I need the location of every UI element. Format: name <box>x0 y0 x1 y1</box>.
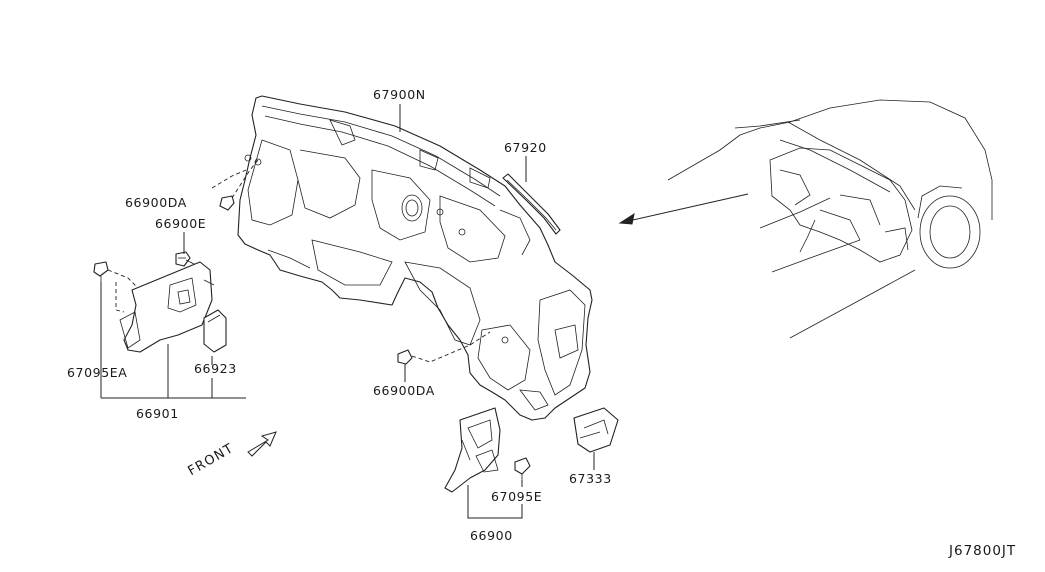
clip-66900DA-top <box>211 159 259 211</box>
clip-67095EA <box>93 261 137 313</box>
label-66923: 66923 <box>194 361 237 376</box>
leader-lines <box>100 104 595 519</box>
label-66900: 66900 <box>470 528 513 543</box>
label-67920: 67920 <box>504 140 547 155</box>
front-arrow <box>247 431 277 457</box>
label-67095E: 67095E <box>491 489 543 504</box>
clip-66900DA-bottom <box>397 331 491 365</box>
view-direction-arrow <box>618 193 749 225</box>
label-66900DA-top: 66900DA <box>125 195 187 210</box>
side-panel-66901 <box>119 261 215 353</box>
vehicle-sketch <box>667 99 993 339</box>
seal-strip-67920 <box>502 173 561 235</box>
label-66900DA-bottom: 66900DA <box>373 383 435 398</box>
side-panel-66900 <box>444 407 501 493</box>
cover-66923 <box>203 309 227 353</box>
diagram-id-label: J67800JT <box>949 543 1017 559</box>
label-66900E: 66900E <box>155 216 207 231</box>
bracket-67333 <box>573 407 619 453</box>
label-67095EA: 67095EA <box>67 365 128 380</box>
dash-insulator-67900N <box>237 95 593 421</box>
label-67333: 67333 <box>569 471 612 486</box>
label-67900N: 67900N <box>373 87 426 102</box>
label-66901: 66901 <box>136 406 179 421</box>
clip-67095E <box>514 457 531 480</box>
